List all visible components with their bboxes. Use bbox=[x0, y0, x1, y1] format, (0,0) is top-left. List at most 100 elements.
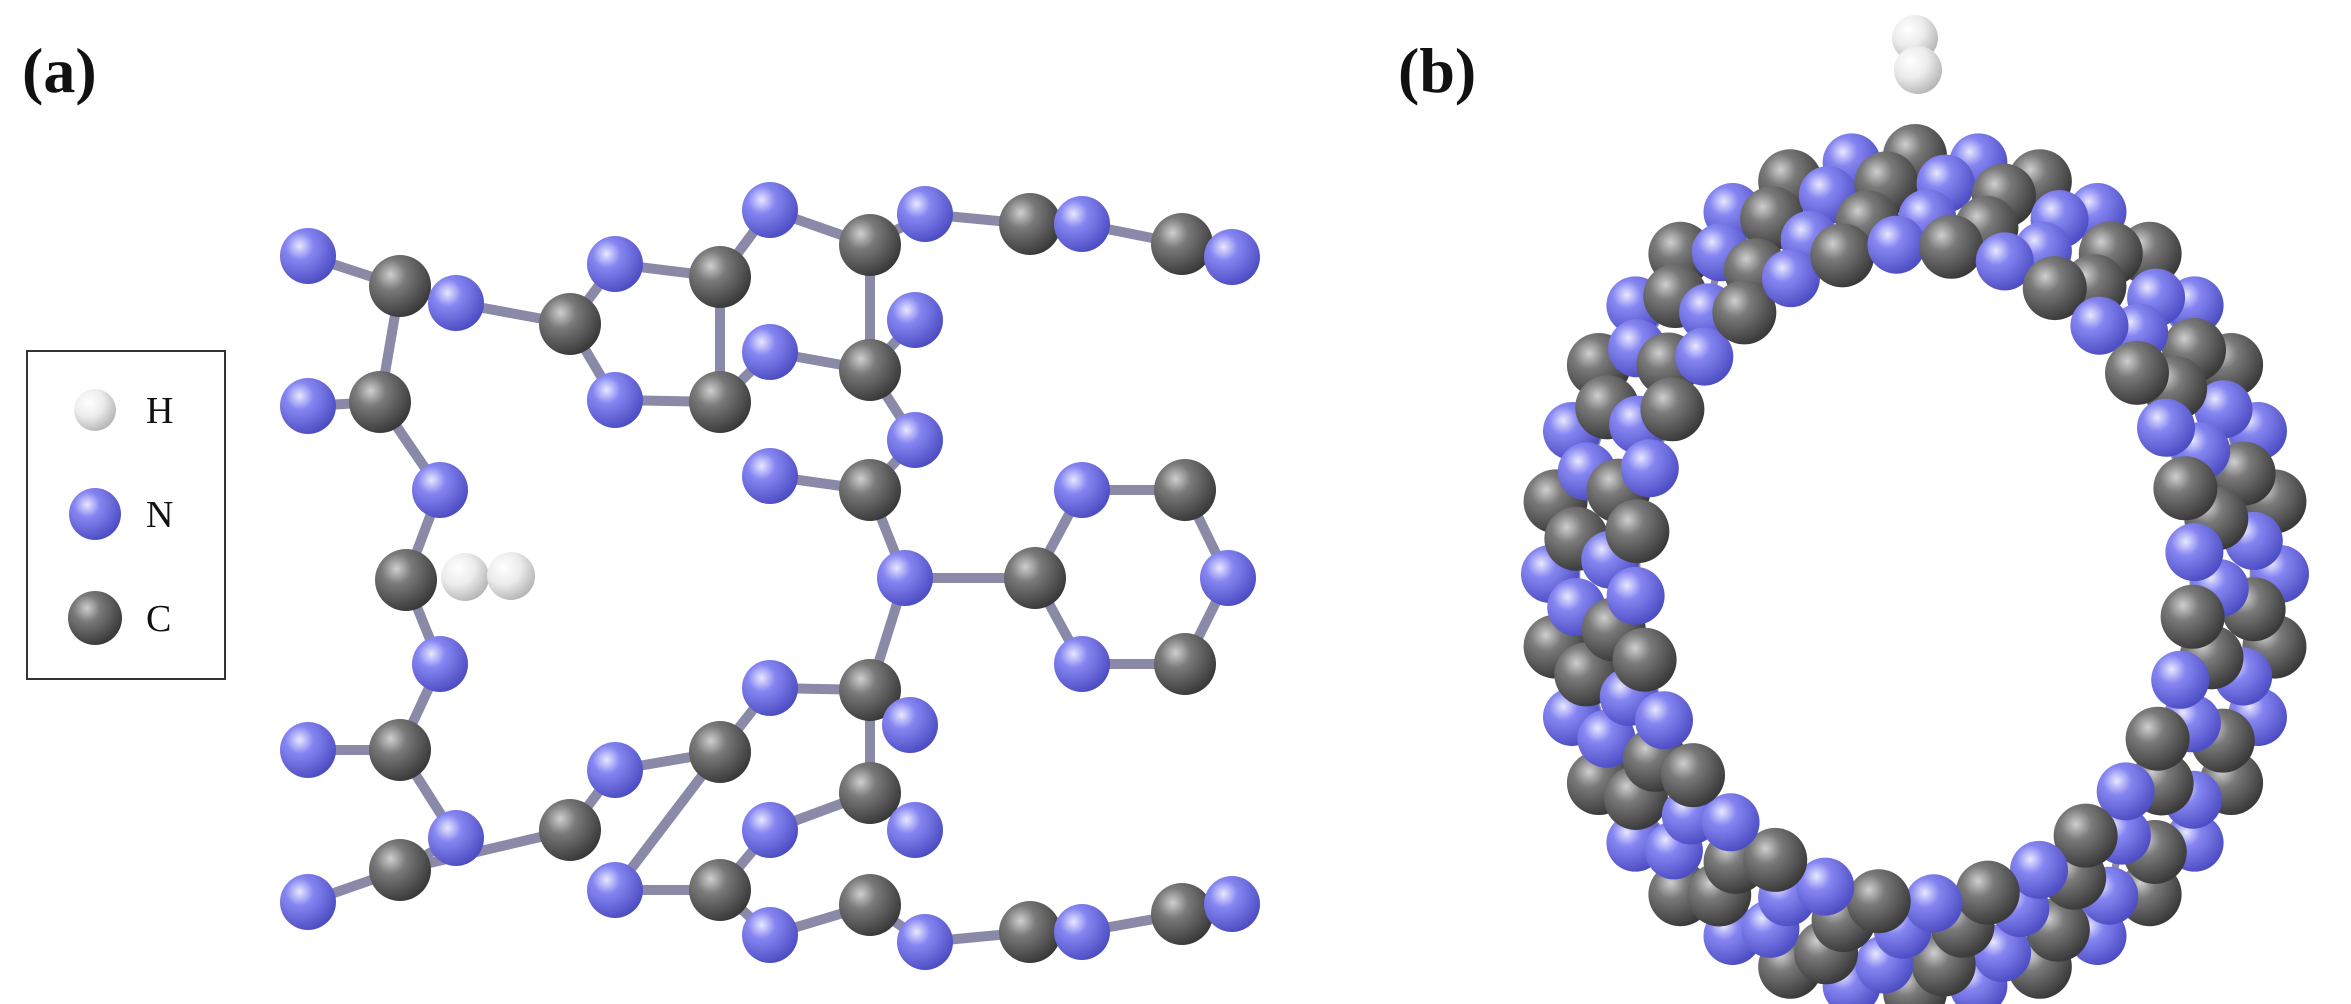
nitrogen-atom bbox=[897, 914, 953, 970]
nitrogen-atom bbox=[1634, 691, 1693, 750]
legend: H N C bbox=[26, 350, 226, 680]
carbon-atom bbox=[689, 371, 751, 433]
carbon-atom bbox=[839, 459, 901, 521]
carbon-atom bbox=[375, 549, 437, 611]
carbon-atom bbox=[839, 214, 901, 276]
carbon-atom bbox=[1919, 214, 1984, 279]
nitrogen-atom bbox=[587, 372, 643, 428]
legend-label-n: N bbox=[146, 494, 173, 536]
nitrogen-atom bbox=[412, 462, 468, 518]
nitrogen-atom bbox=[412, 636, 468, 692]
nitrogen-atom bbox=[280, 874, 336, 930]
carbon-atom bbox=[839, 874, 901, 936]
legend-label-c: C bbox=[146, 598, 171, 640]
legend-box bbox=[26, 350, 226, 680]
carbon-atom bbox=[689, 246, 751, 308]
nitrogen-atom bbox=[1200, 550, 1256, 606]
carbon-atom bbox=[2104, 340, 2169, 405]
carbon-atom bbox=[539, 293, 601, 355]
carbon-atom bbox=[1154, 459, 1216, 521]
carbon-atom bbox=[1712, 280, 1777, 345]
carbon-atom bbox=[1955, 860, 2020, 925]
panel-b-structure bbox=[1521, 15, 2309, 1004]
carbon-atom bbox=[689, 721, 751, 783]
carbon-atom bbox=[2053, 803, 2118, 868]
nitrogen-atom bbox=[587, 236, 643, 292]
legend-nitrogen-swatch bbox=[69, 488, 121, 540]
nitrogen-atom bbox=[742, 324, 798, 380]
carbon-atom bbox=[1151, 213, 1213, 275]
nitrogen-atom bbox=[2096, 762, 2155, 821]
panel-label-a: (a) bbox=[22, 35, 97, 106]
nitrogen-atom bbox=[428, 275, 484, 331]
nitrogen-atom bbox=[742, 448, 798, 504]
nitrogen-atom bbox=[887, 802, 943, 858]
nitrogen-atom bbox=[2165, 523, 2224, 582]
carbon-atom bbox=[369, 255, 431, 317]
nitrogen-atom bbox=[587, 862, 643, 918]
nitrogen-atom bbox=[887, 292, 943, 348]
nitrogen-atom bbox=[887, 412, 943, 468]
hydrogen-atom bbox=[1894, 46, 1942, 94]
panel-a-structure bbox=[280, 182, 1260, 970]
nitrogen-atom bbox=[1204, 876, 1260, 932]
nitrogen-atom bbox=[877, 550, 933, 606]
carbon-atom bbox=[1661, 743, 1726, 808]
nitrogen-atom bbox=[1054, 904, 1110, 960]
carbon-atom bbox=[1605, 499, 1670, 564]
nitrogen-atom bbox=[2070, 296, 2129, 355]
nitrogen-atom bbox=[1606, 566, 1665, 625]
nitrogen-atom bbox=[1761, 249, 1820, 308]
nitrogen-atom bbox=[2151, 650, 2210, 709]
carbon-atom bbox=[2125, 706, 2190, 771]
nitrogen-atom bbox=[882, 697, 938, 753]
nitrogen-atom bbox=[1675, 327, 1734, 386]
hydrogen-atom bbox=[441, 553, 489, 601]
legend-label-h: H bbox=[146, 390, 173, 432]
nitrogen-atom bbox=[1054, 196, 1110, 252]
nitrogen-atom bbox=[2137, 398, 2196, 457]
carbon-atom bbox=[2153, 456, 2218, 521]
carbon-atom bbox=[2022, 256, 2087, 321]
nitrogen-atom bbox=[280, 228, 336, 284]
carbon-atom bbox=[1640, 377, 1705, 442]
nitrogen-atom bbox=[1620, 439, 1679, 498]
nitrogen-atom bbox=[1054, 636, 1110, 692]
panel-a-atoms bbox=[280, 182, 1260, 970]
carbon-atom bbox=[1154, 633, 1216, 695]
carbon-atom bbox=[1151, 883, 1213, 945]
carbon-atom bbox=[999, 193, 1061, 255]
panel-b-atoms bbox=[1521, 15, 2309, 1004]
carbon-atom bbox=[1612, 627, 1677, 692]
nitrogen-atom bbox=[280, 722, 336, 778]
nitrogen-atom bbox=[742, 907, 798, 963]
hydrogen-atom bbox=[487, 552, 535, 600]
nitrogen-atom bbox=[280, 378, 336, 434]
carbon-atom bbox=[839, 659, 901, 721]
nitrogen-atom bbox=[1796, 857, 1855, 916]
carbon-atom bbox=[2160, 584, 2225, 649]
carbon-atom bbox=[839, 339, 901, 401]
nitrogen-atom bbox=[1904, 874, 1963, 933]
nitrogen-atom bbox=[742, 802, 798, 858]
nitrogen-atom bbox=[1975, 232, 2034, 291]
carbon-atom bbox=[369, 839, 431, 901]
nitrogen-atom bbox=[428, 810, 484, 866]
nitrogen-atom bbox=[1054, 462, 1110, 518]
carbon-atom bbox=[1810, 223, 1875, 288]
nitrogen-atom bbox=[1867, 215, 1926, 274]
nitrogen-atom bbox=[587, 742, 643, 798]
carbon-atom bbox=[839, 762, 901, 824]
nitrogen-atom bbox=[742, 660, 798, 716]
carbon-atom bbox=[1846, 869, 1911, 934]
nitrogen-atom bbox=[1204, 229, 1260, 285]
carbon-atom bbox=[999, 901, 1061, 963]
carbon-atom bbox=[1743, 827, 1808, 892]
legend-carbon-swatch bbox=[68, 591, 122, 645]
nitrogen-atom bbox=[742, 182, 798, 238]
carbon-atom bbox=[349, 371, 411, 433]
carbon-atom bbox=[1004, 547, 1066, 609]
panel-label-b: (b) bbox=[1398, 35, 1476, 106]
nitrogen-atom bbox=[1701, 793, 1760, 852]
